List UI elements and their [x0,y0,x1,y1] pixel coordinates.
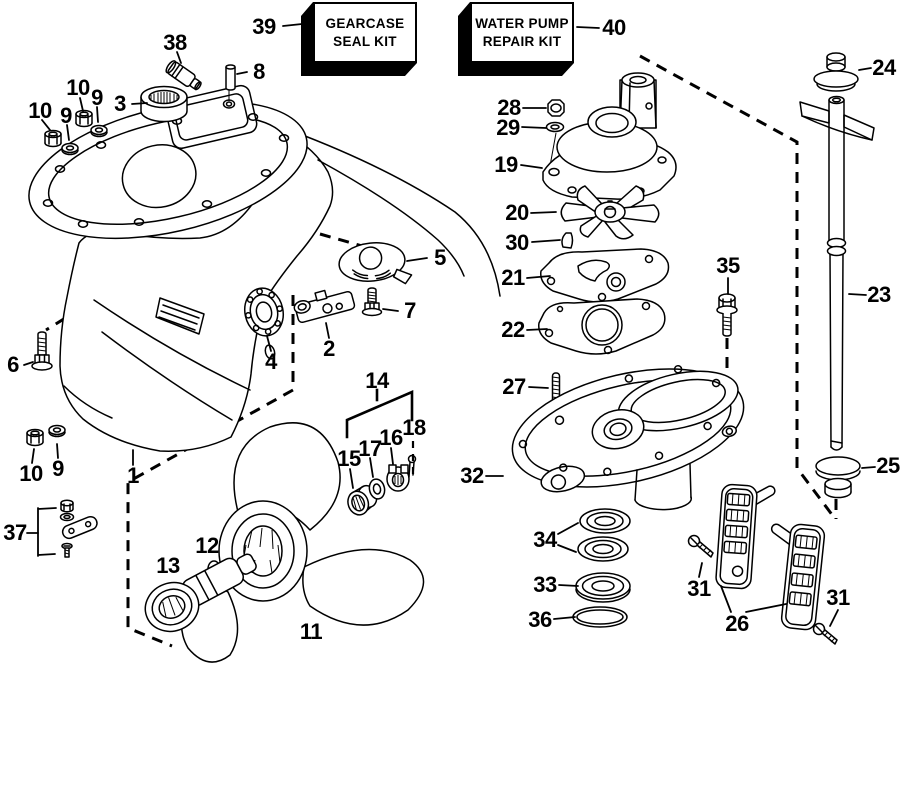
callout-39-0: 39 [252,14,276,39]
callout-33-37: 33 [533,572,557,597]
callout-31-41: 31 [826,585,850,610]
callout-17-19: 17 [358,436,382,461]
part-shift-module-2 [293,289,356,324]
part-seal-housing-13 [144,581,200,633]
part-nut-10-upper [75,109,93,128]
callout-34-36: 34 [533,527,557,552]
part-ball-bearing-4 [244,287,284,337]
callout-14-17: 14 [365,368,389,393]
part-intake-screen-26-right [770,523,826,631]
part-driveshaft-23 [799,95,875,451]
callout-18-21: 18 [402,415,426,440]
part-anode-kit-37 [59,499,98,558]
callout-28-26: 28 [497,95,521,120]
callout-8-3: 8 [253,59,265,84]
part-grommet-25 [815,456,861,499]
callout-6-9: 6 [7,352,19,377]
callout-2-16: 2 [323,336,335,361]
part-bolt-6 [31,331,53,371]
callout-9-8: 9 [60,103,72,128]
part-washer-9-lower [48,424,66,438]
part-cam-plate-5 [338,242,413,285]
callout-22-32: 22 [501,317,525,342]
part-cotter-pin-18 [407,454,417,478]
part-screw-31-left [687,534,714,558]
callout-13-23: 13 [156,553,180,578]
part-bolt-35 [716,293,738,337]
callout-25-44: 25 [876,453,900,478]
callout-36-38: 36 [528,607,552,632]
part-screw-31-right [812,622,838,645]
part-bolt-7 [361,287,383,317]
part-nut-10-lower [26,428,44,447]
gearcase-seal-kit-box: GEARCASE SEAL KIT [301,2,417,76]
callout-3-4: 3 [114,91,126,116]
callout-16-20: 16 [379,425,403,450]
part-o-ring-36 [572,606,628,628]
callout-29-27: 29 [496,115,520,140]
callout-27-33: 27 [502,374,526,399]
water-pump-repair-kit-box: WATER PUMP REPAIR KIT [458,2,574,76]
callout-7-15: 7 [404,298,416,323]
kit-box-label-line2: REPAIR KIT [482,33,562,49]
part-bearing-33 [575,572,631,603]
callout-38-2: 38 [163,30,187,55]
part-needle-bearing-3 [140,85,188,123]
callout-19-28: 19 [494,152,518,177]
part-nut-28 [547,99,565,117]
kit-box-label-line1: GEARCASE [325,15,405,31]
part-gasket-22 [538,298,666,355]
part-impeller-key-30 [561,232,574,249]
part-grommet-24 [813,52,859,92]
callout-35-34: 35 [716,253,740,278]
callout-5-14: 5 [434,245,446,270]
callout-40-1: 40 [602,15,626,40]
part-washer-17 [368,478,386,500]
part-castle-nut-16 [386,464,410,492]
callout-15-18: 15 [337,446,361,471]
callout-11-24: 11 [299,619,323,644]
part-pump-housing-19 [542,72,677,215]
callout-9-11: 9 [52,456,64,481]
part-impeller-20 [560,185,660,240]
callout-26-39: 26 [725,611,749,636]
part-washer-9-upper [90,124,108,138]
callout-24-42: 24 [872,55,896,80]
callout-23-43: 23 [867,282,891,307]
part-plug-38 [165,60,202,91]
callout-10-10: 10 [19,461,43,486]
callout-10-5: 10 [66,75,90,100]
kit-box-label-line2: SEAL KIT [333,33,397,49]
callout-31-40: 31 [687,576,711,601]
part-gearcase-housing [28,84,501,452]
part-washer-29 [545,121,565,133]
callout-12-22: 12 [195,533,219,558]
callout-4-13: 4 [265,349,277,374]
callout-32-35: 32 [460,463,484,488]
callout-20-29: 20 [505,200,529,225]
kit-box-label-line1: WATER PUMP [475,15,569,31]
part-intake-screen-26-left [715,483,776,590]
part-base-plate-32 [511,364,745,511]
callout-9-6: 9 [91,85,103,110]
part-oil-seals-34 [577,508,631,562]
part-nut-10-left [44,129,62,148]
callout-37-25: 37 [3,520,27,545]
part-washer-9-left [61,142,79,156]
leader-lines [23,23,876,627]
callout-10-7: 10 [28,98,52,123]
part-wear-plate-21 [540,248,670,303]
callout-21-31: 21 [501,265,525,290]
callout-30-30: 30 [505,230,529,255]
washer-29-guide-line [549,132,557,167]
callout-1-12: 1 [127,463,139,488]
part-dowel-pin-8 [225,64,236,101]
